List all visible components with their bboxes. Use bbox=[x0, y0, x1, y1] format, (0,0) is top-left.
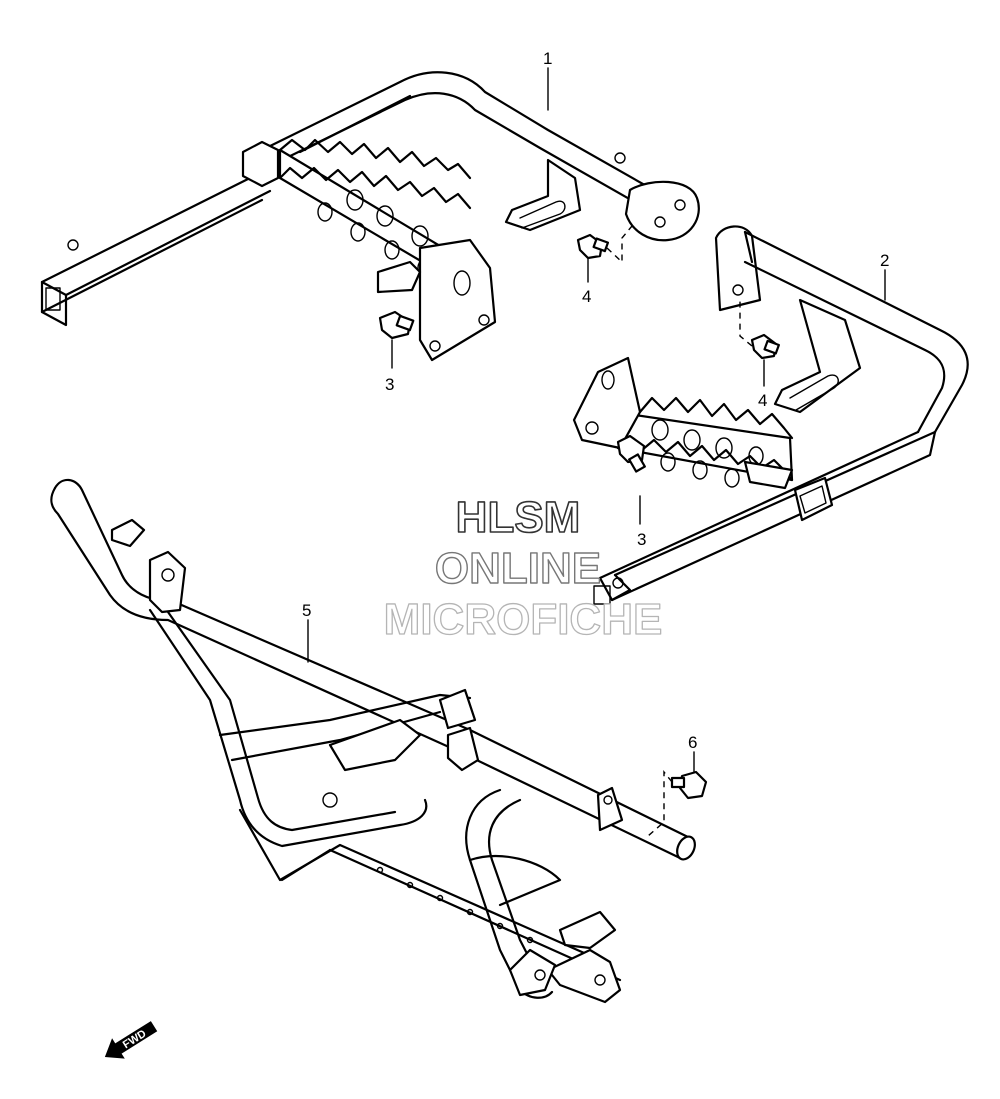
callout-3-left: 3 bbox=[385, 375, 394, 394]
callout-4-left: 4 bbox=[582, 287, 591, 306]
part-2-right-footrest-frame bbox=[572, 225, 969, 605]
watermark-line-3: MICROFICHE bbox=[384, 595, 663, 644]
bolt-4-left bbox=[576, 225, 633, 283]
callout-1: 1 bbox=[543, 49, 552, 68]
part-1-left-footrest-frame bbox=[40, 71, 700, 362]
part-5-front-guard bbox=[50, 478, 696, 1004]
callout-2: 2 bbox=[880, 251, 889, 270]
watermark-line-1: HLSM bbox=[456, 493, 581, 542]
watermark-line-2: ONLINE bbox=[435, 544, 601, 593]
callout-5: 5 bbox=[302, 601, 311, 620]
callouts: 1 2 3 3 4 4 5 6 bbox=[302, 49, 889, 752]
callout-6: 6 bbox=[688, 733, 697, 752]
fwd-indicator: FWD bbox=[104, 1021, 158, 1059]
watermark: HLSM ONLINE MICROFICHE bbox=[383, 492, 663, 644]
bolt-3-left bbox=[378, 310, 415, 369]
callout-4-right: 4 bbox=[758, 391, 767, 410]
bolt-6 bbox=[647, 751, 708, 837]
arrow-left-down-icon bbox=[104, 1021, 158, 1059]
bolt-3-right bbox=[616, 434, 646, 525]
callout-3-right: 3 bbox=[637, 530, 646, 549]
bolt-4-right bbox=[739, 300, 780, 387]
